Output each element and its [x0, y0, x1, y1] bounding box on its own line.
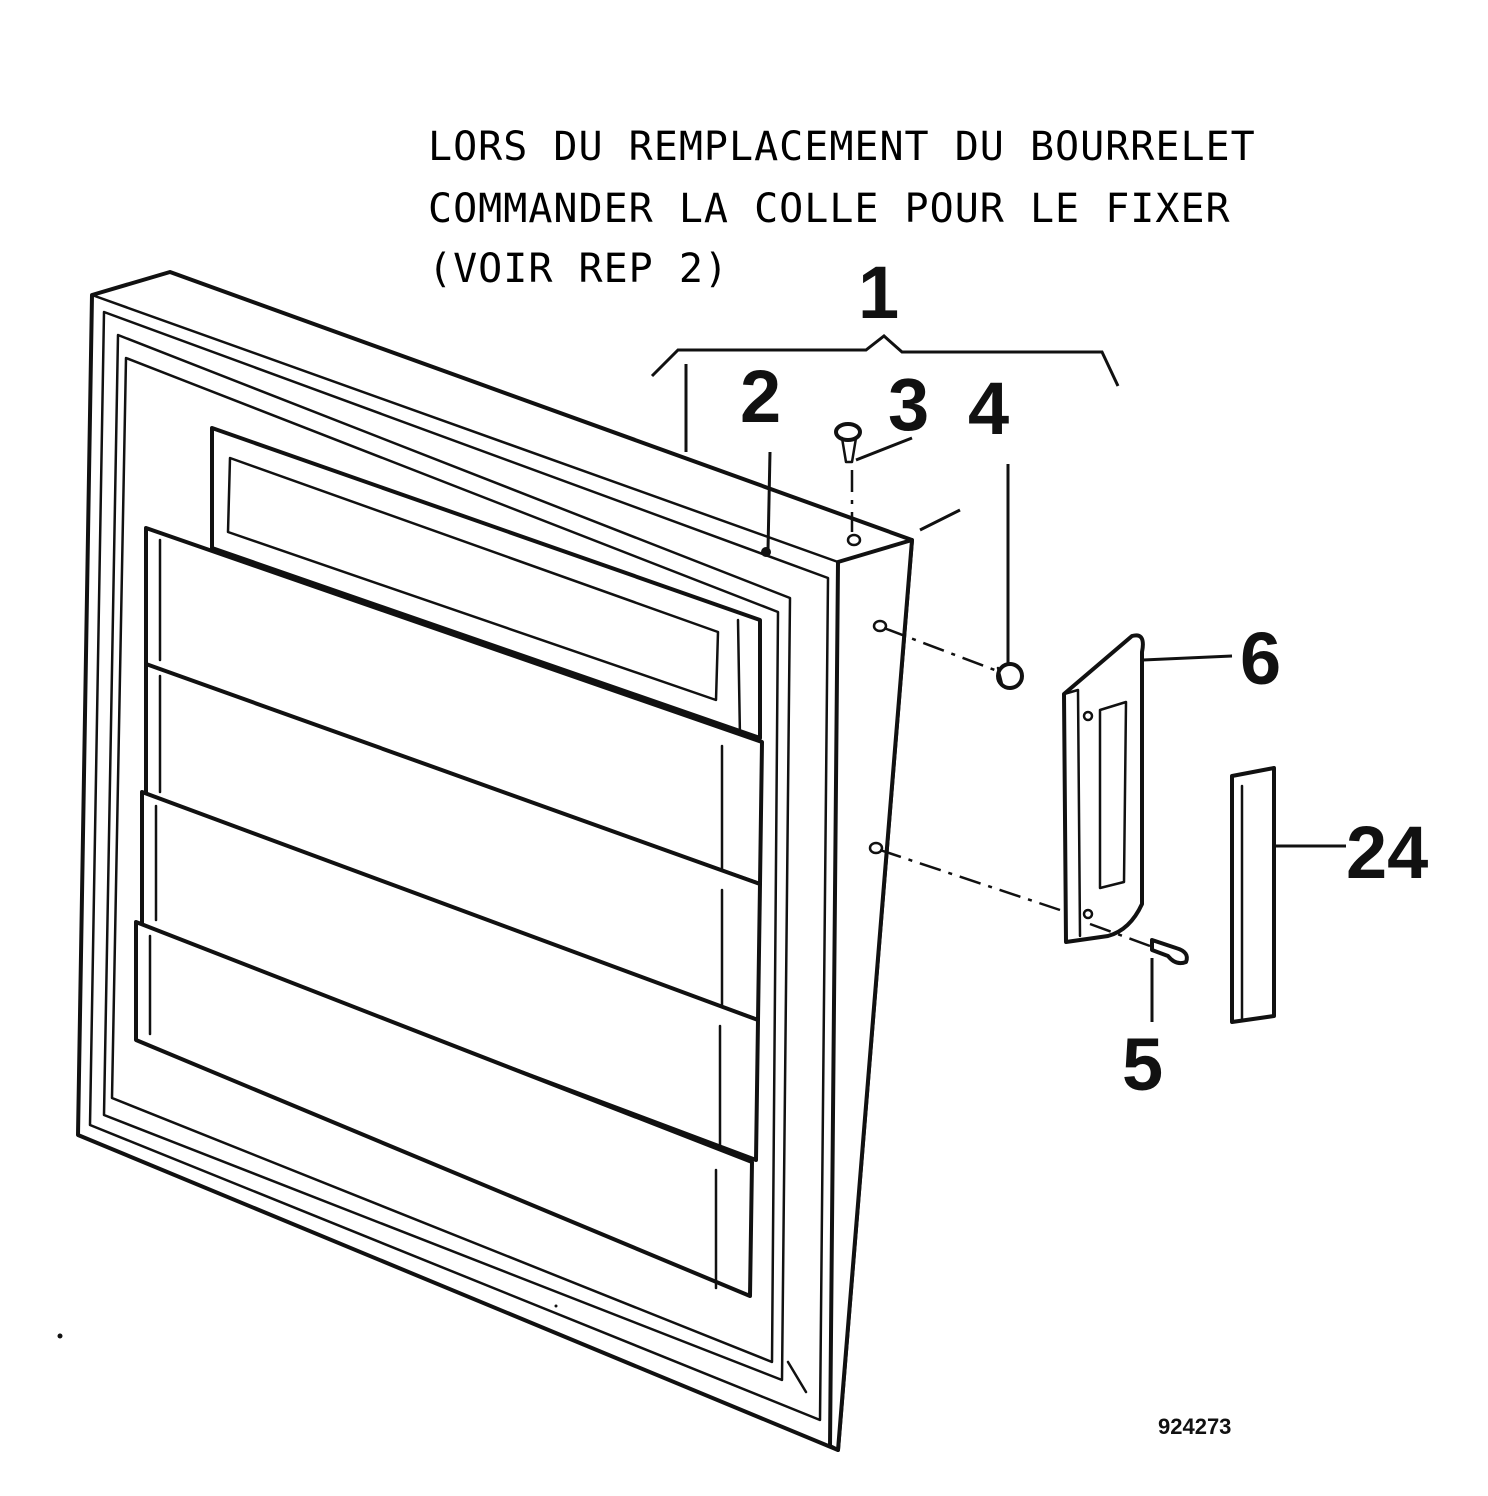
door-inner-border-1 [88, 310, 830, 1422]
drawing-reference-number: 924273 [1158, 1414, 1231, 1439]
door-hole-pin [846, 533, 862, 547]
screw-bottom [879, 848, 1189, 1022]
callout-4-label: 4 [968, 367, 1009, 450]
door-side-edge [828, 538, 914, 1452]
callout-6-label: 6 [1240, 617, 1281, 700]
door-shelf-3 [140, 790, 760, 1162]
callout-1-label: 1 [858, 251, 899, 334]
note-line-1: LORS DU REMPLACEMENT DU BOURRELET [428, 124, 1256, 170]
gasket-mark [761, 547, 771, 557]
callout-24-label: 24 [1346, 811, 1428, 894]
door-hole-top [872, 619, 888, 633]
speck [554, 1304, 558, 1308]
screw-top [883, 464, 1024, 690]
door-inner-border-3 [110, 356, 780, 1364]
callout-5-label: 5 [1122, 1023, 1163, 1106]
instruction-note: LORS DU REMPLACEMENT DU BOURRELET COMMAN… [428, 124, 1256, 292]
note-line-2: COMMANDER LA COLLE POUR LE FIXER [428, 186, 1231, 232]
callout-3-label: 3 [888, 363, 929, 446]
hinge-pin [834, 422, 913, 532]
door-shelf-4 [134, 920, 754, 1298]
door-top-edge [90, 270, 914, 564]
door-inner-border-2 [102, 333, 792, 1382]
door-shelf-top [210, 426, 762, 740]
note-line-3: (VOIR REP 2) [428, 246, 729, 292]
callout-1-bracket [650, 334, 1120, 532]
handle-insert [1230, 766, 1346, 1024]
door-hole-bottom [868, 841, 884, 855]
callout-2-leader [766, 451, 772, 551]
callout-2-label: 2 [740, 355, 781, 438]
speck [57, 1333, 63, 1339]
door-handle [1062, 633, 1233, 944]
door-corner-mark [786, 1360, 808, 1394]
freezer-door [76, 270, 914, 1452]
